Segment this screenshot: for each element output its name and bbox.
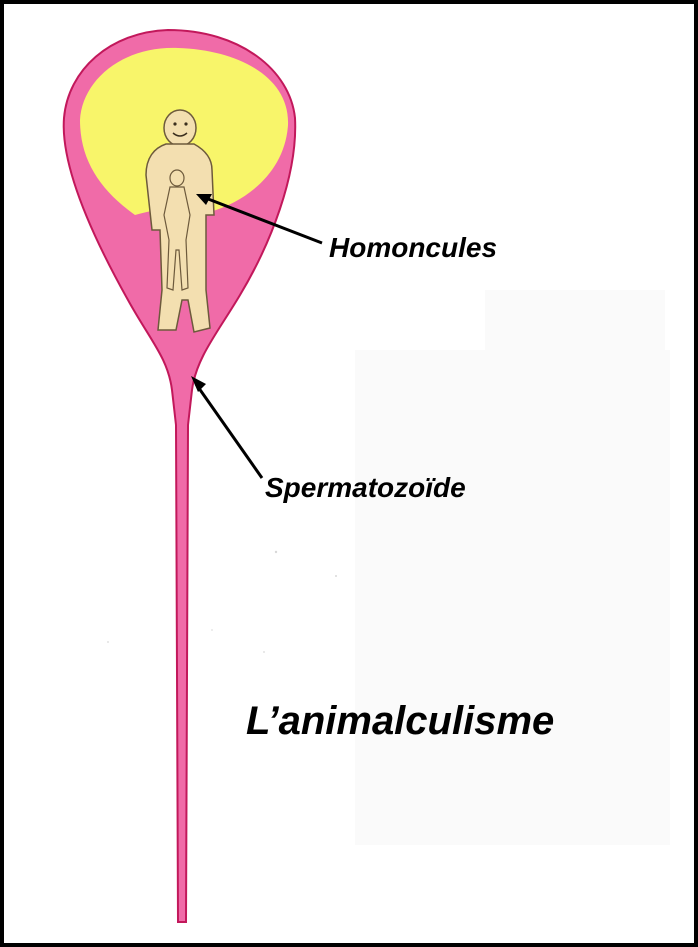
speck: [335, 575, 337, 577]
large-homunculus-head: [164, 110, 196, 146]
large-homunculus-left-eye: [173, 122, 176, 125]
background-shade: [355, 350, 670, 845]
background-shade-top: [485, 290, 665, 350]
speck: [211, 629, 213, 631]
speck: [275, 551, 277, 553]
speck: [107, 641, 109, 643]
diagram-title: L’animalculisme: [246, 701, 554, 741]
spermatozoide-pointer: [196, 384, 262, 478]
small-homunculus-head: [170, 170, 184, 186]
spermatozoide-label: Spermatozoïde: [265, 474, 466, 502]
homoncules-label: Homoncules: [329, 234, 497, 262]
large-homunculus-right-eye: [184, 122, 187, 125]
speck: [263, 651, 265, 653]
